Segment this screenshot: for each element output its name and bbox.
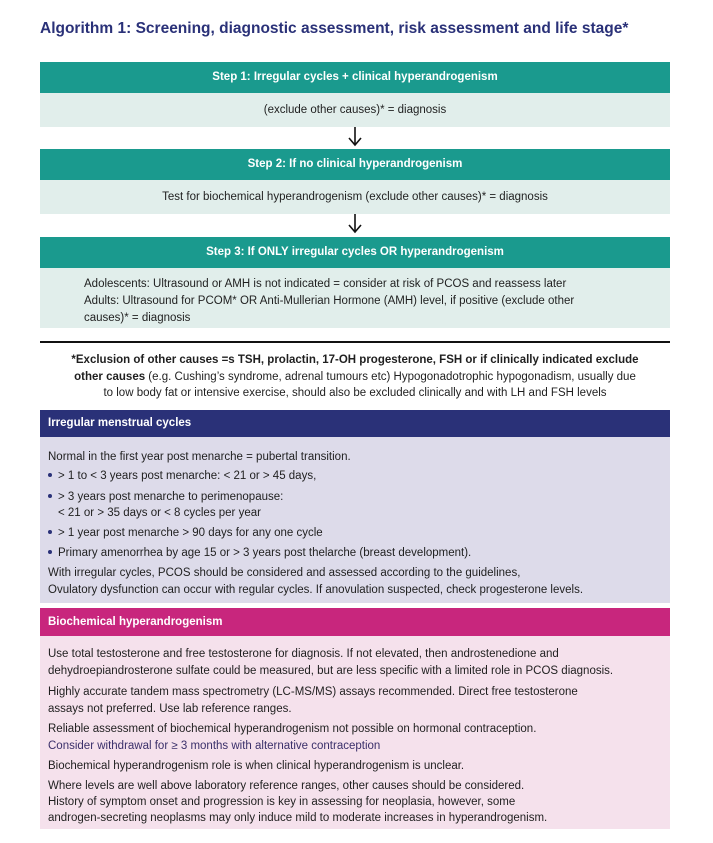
irregular-cycles-body: Normal in the first year post menarche =… <box>40 437 670 603</box>
page-title: Algorithm 1: Screening, diagnostic asses… <box>40 20 629 37</box>
bullet-icon <box>48 493 52 498</box>
irregular-closing-2: Ovulatory dysfunction can occur with reg… <box>48 584 584 596</box>
step-1-heading: Step 1: Irregular cycles + clinical hype… <box>40 62 670 93</box>
irregular-bullet-3: > 1 year post menarche > 90 days for any… <box>48 527 323 539</box>
irregular-bullet-4: Primary amenorrhea by age 15 or > 3 year… <box>48 547 471 559</box>
step-3-heading: Step 3: If ONLY irregular cycles OR hype… <box>40 237 670 268</box>
step-3-line-adults-cont: causes)* = diagnosis <box>84 312 191 324</box>
biochemical-p5-line-1: Where levels are well above laboratory r… <box>48 780 525 792</box>
irregular-bullet-2-cont: < 21 or > 35 days or < 8 cycles per year <box>58 507 261 519</box>
biochemical-body: Use total testosterone and free testoste… <box>40 636 670 829</box>
bullet-text: > 3 years post menarche to perimenopause… <box>58 491 284 503</box>
bullet-icon <box>48 549 52 554</box>
step-3-body: Adolescents: Ultrasound or AMH is not in… <box>40 268 670 328</box>
exclusion-note: *Exclusion of other causes =s TSH, prola… <box>40 352 670 402</box>
exclusion-line-3: to low body fat or intensive exercise, s… <box>103 387 607 399</box>
exclusion-line-1: *Exclusion of other causes =s TSH, prola… <box>71 354 639 366</box>
biochemical-p5-line-2: History of symptom onset and progression… <box>48 796 516 808</box>
biochemical-p1-line-1: Use total testosterone and free testoste… <box>48 648 559 660</box>
step-2-heading: Step 2: If no clinical hyperandrogenism <box>40 149 670 180</box>
irregular-closing-1: With irregular cycles, PCOS should be co… <box>48 567 521 579</box>
biochemical-p2-line-2: assays not preferred. Use lab reference … <box>48 703 292 715</box>
biochemical-p5-line-3: androgen-secreting neoplasms may only in… <box>48 812 548 824</box>
irregular-bullet-2: > 3 years post menarche to perimenopause… <box>48 491 283 503</box>
irregular-intro: Normal in the first year post menarche =… <box>48 451 351 463</box>
irregular-cycles-heading: Irregular menstrual cycles <box>40 410 670 437</box>
step-3-line-adolescents: Adolescents: Ultrasound or AMH is not in… <box>84 278 567 290</box>
biochemical-p4: Biochemical hyperandrogenism role is whe… <box>48 760 465 772</box>
step-3-line-adults: Adults: Ultrasound for PCOM* OR Anti-Mul… <box>84 295 575 307</box>
biochemical-p3-line-1: Reliable assessment of biochemical hyper… <box>48 723 537 735</box>
bullet-text: > 1 to < 3 years post menarche: < 21 or … <box>58 470 317 482</box>
bullet-icon <box>48 472 52 477</box>
biochemical-p2-line-1: Highly accurate tandem mass spectrometry… <box>48 686 578 698</box>
arrow-down-icon <box>348 127 362 147</box>
divider <box>40 341 670 343</box>
biochemical-heading: Biochemical hyperandrogenism <box>40 608 670 636</box>
bullet-icon <box>48 529 52 534</box>
exclusion-line-2: other causes (e.g. Cushing’s syndrome, a… <box>40 369 670 386</box>
step-2-text: Test for biochemical hyperandrogenism (e… <box>162 191 548 203</box>
biochemical-p1-line-2: dehydroepiandrosterone sulfate could be … <box>48 665 614 677</box>
exclusion-text: (e.g. Cushing’s syndrome, adrenal tumour… <box>145 370 636 383</box>
exclusion-bold-label: other causes <box>74 370 146 383</box>
step-2-body: Test for biochemical hyperandrogenism (e… <box>40 180 670 214</box>
step-1-body: (exclude other causes)* = diagnosis <box>40 93 670 127</box>
bullet-text: > 1 year post menarche > 90 days for any… <box>58 527 323 539</box>
biochemical-p3-line-2: Consider withdrawal for ≥ 3 months with … <box>48 740 381 752</box>
irregular-bullet-1: > 1 to < 3 years post menarche: < 21 or … <box>48 470 316 482</box>
arrow-down-icon <box>348 214 362 234</box>
step-1-text: (exclude other causes)* = diagnosis <box>263 104 447 116</box>
bullet-text: Primary amenorrhea by age 15 or > 3 year… <box>58 547 472 559</box>
